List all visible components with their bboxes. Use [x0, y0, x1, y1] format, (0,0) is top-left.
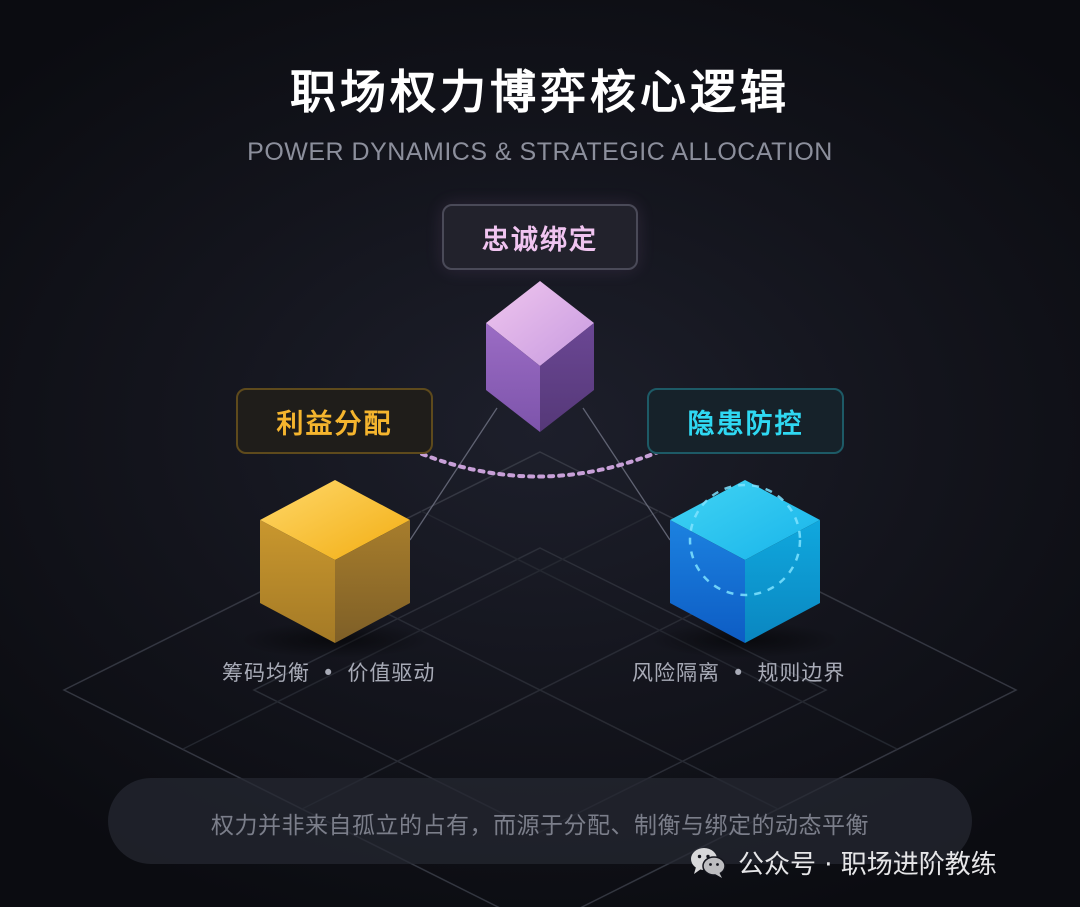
caption-right-separator: •	[732, 661, 746, 685]
risk-caption: 风险隔离 • 规则边界	[632, 657, 845, 687]
page-subtitle: POWER DYNAMICS & STRATEGIC ALLOCATION	[247, 138, 833, 166]
summary-banner: 权力并非来自孤立的占有，而源于分配、制衡与绑定的动态平衡	[108, 778, 972, 864]
loyalty-label: 忠诚绑定	[442, 204, 638, 270]
risk-ring	[688, 483, 802, 597]
caption-right-part1: 风险隔离	[632, 661, 720, 685]
wechat-icon	[691, 848, 726, 878]
dotted-arc	[420, 450, 660, 479]
caption-right-part2: 规则边界	[757, 661, 846, 685]
risk-label: 隐患防控	[647, 388, 844, 454]
summary-text: 权力并非来自孤立的占有，而源于分配、制衡与绑定的动态平衡	[211, 813, 869, 839]
risk-cube	[670, 480, 820, 643]
interest-caption: 筹码均衡 • 价值驱动	[222, 657, 435, 687]
watermark-text: 公众号 · 职场进阶教练	[738, 849, 997, 880]
watermark: 公众号 · 职场进阶教练	[688, 842, 997, 882]
interest-label: 利益分配	[236, 388, 433, 454]
loyalty-cube	[486, 281, 594, 432]
caption-left-part2: 价值驱动	[347, 661, 436, 685]
connector-lines	[409, 407, 671, 541]
caption-left-separator: •	[322, 661, 336, 685]
caption-left-part1: 筹码均衡	[222, 661, 310, 685]
page-title: 职场权力博弈核心逻辑	[290, 65, 790, 119]
interest-cube	[260, 480, 410, 643]
